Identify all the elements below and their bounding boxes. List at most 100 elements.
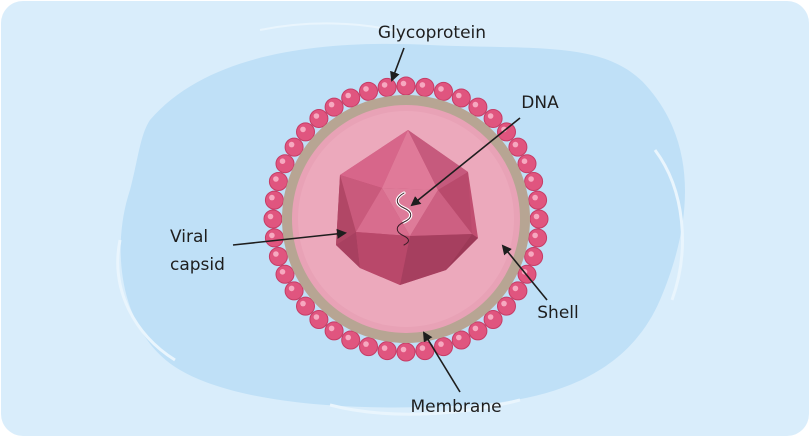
glycoprotein-knob-highlight <box>288 141 295 148</box>
background-wave <box>259 22 401 33</box>
glycoprotein-knob-highlight <box>328 325 335 332</box>
glycoprotein-knob <box>497 122 516 142</box>
glycoprotein-knob <box>268 247 288 266</box>
glycoprotein-knob <box>263 209 283 229</box>
glycoprotein-knob <box>341 88 361 108</box>
glycoprotein-knob <box>324 97 344 117</box>
glycoprotein-knob <box>396 76 416 96</box>
glycoprotein-knob <box>434 81 453 101</box>
glycoprotein-knob <box>524 172 544 191</box>
glycoprotein-knob <box>508 137 528 157</box>
glycoprotein-knob-highlight <box>288 285 295 292</box>
glycoprotein-knob-highlight <box>533 213 540 220</box>
glycoprotein-knobs <box>263 76 549 362</box>
glycoprotein-knob-highlight <box>521 158 528 164</box>
glycoprotein-knob <box>377 341 397 361</box>
glycoprotein-knob-highlight <box>456 92 462 99</box>
glycoprotein-knob-highlight <box>438 341 444 347</box>
glycoprotein-knob <box>296 296 315 316</box>
glycoprotein-knob-highlight <box>472 325 479 332</box>
glycoprotein-knob-highlight <box>501 300 507 307</box>
glycoprotein-knob-highlight <box>279 158 286 164</box>
glycoprotein-knob <box>497 296 516 316</box>
glycoprotein-knob-highlight <box>528 251 534 257</box>
glycoprotein-knob <box>296 122 315 142</box>
glycoprotein-knob-highlight <box>267 213 274 220</box>
glycoprotein-knob <box>528 228 548 248</box>
glycoprotein-knob <box>451 88 471 108</box>
glycoprotein-knob-highlight <box>269 232 275 239</box>
glycoprotein-knob-highlight <box>456 334 462 341</box>
glycoprotein-knob <box>309 310 329 329</box>
background-wave <box>329 398 521 416</box>
label-dna: DNA <box>521 93 559 113</box>
dna-arrow <box>410 117 521 207</box>
glycoprotein-knob-highlight <box>419 345 426 351</box>
glycoprotein-knob <box>524 247 544 266</box>
glycoprotein-knob-highlight <box>512 285 519 292</box>
glycoprotein-knob-highlight <box>328 101 335 108</box>
glycoprotein-knob <box>359 81 378 101</box>
glycoprotein-knob-highlight <box>273 251 279 257</box>
glycoprotein-knob-highlight <box>528 176 534 182</box>
label-viral-capsid-line2: capsid <box>170 255 225 275</box>
glycoprotein-knob-highlight <box>487 314 494 320</box>
glycoprotein-knob-highlight <box>300 300 306 307</box>
glycoprotein-knob-highlight <box>381 345 388 351</box>
glycoprotein-knob <box>309 109 329 128</box>
dna-strand-outline <box>396 192 412 246</box>
glycoprotein-knob <box>434 337 453 357</box>
glycoprotein-knob <box>275 154 295 174</box>
glycoprotein-knob <box>483 109 503 128</box>
glycoprotein-knob-highlight <box>400 80 407 87</box>
membrane-arrow <box>422 331 461 393</box>
glycoprotein-knob <box>396 342 416 362</box>
glycoprotein-knob-highlight <box>279 269 286 275</box>
glycoprotein-knob <box>483 310 503 329</box>
glycoprotein-knob <box>284 137 304 157</box>
glycoprotein-knob <box>529 209 549 229</box>
glycoprotein-knob-highlight <box>313 314 320 320</box>
glycoprotein-knob-highlight <box>345 334 352 341</box>
glycoprotein-knob-highlight <box>363 86 369 92</box>
glycoprotein-knob <box>451 330 471 350</box>
glycoprotein-knob-highlight <box>269 194 275 201</box>
viral-capsid <box>336 130 478 285</box>
glycoprotein-knob-highlight <box>419 82 426 88</box>
glycoprotein-knob <box>359 337 378 357</box>
label-shell: Shell <box>537 303 578 323</box>
glycoprotein-knob-highlight <box>381 82 388 88</box>
glycoprotein-knob-highlight <box>345 92 352 99</box>
glycoprotein-arrow <box>390 47 405 82</box>
glycoprotein-knob <box>517 154 537 174</box>
glycoprotein-knob <box>415 77 435 97</box>
label-glycoprotein: Glycoprotein <box>378 23 486 43</box>
glycoprotein-knob-highlight <box>532 232 538 239</box>
glycoprotein-knob <box>324 321 344 341</box>
glycoprotein-knob-highlight <box>300 126 306 133</box>
glycoprotein-knob <box>377 77 397 97</box>
glycoprotein-knob-highlight <box>438 86 444 92</box>
glycoprotein-knob <box>264 228 284 248</box>
glycoprotein-knob <box>508 281 528 301</box>
shell-arrow <box>501 244 548 301</box>
glycoprotein-knob-highlight <box>472 101 479 108</box>
background-wave <box>116 239 176 362</box>
viral-capsid-arrow <box>232 228 347 246</box>
glycoprotein-knob <box>468 97 488 117</box>
glycoprotein-knob <box>341 330 361 350</box>
glycoprotein-knob-highlight <box>273 176 279 182</box>
glycoprotein-knob-highlight <box>313 113 320 119</box>
background-wave <box>653 149 684 301</box>
glycoprotein-knob-highlight <box>363 341 369 347</box>
glycoprotein-knob <box>528 190 548 210</box>
glycoprotein-knob-highlight <box>501 126 507 133</box>
glycoprotein-knob <box>268 172 288 191</box>
glycoprotein-knob <box>284 281 304 301</box>
glycoprotein-knob <box>468 321 488 341</box>
label-viral-capsid-line1: Viral <box>170 227 208 247</box>
glycoprotein-knob-highlight <box>400 346 407 353</box>
glycoprotein-knob-highlight <box>487 113 494 119</box>
